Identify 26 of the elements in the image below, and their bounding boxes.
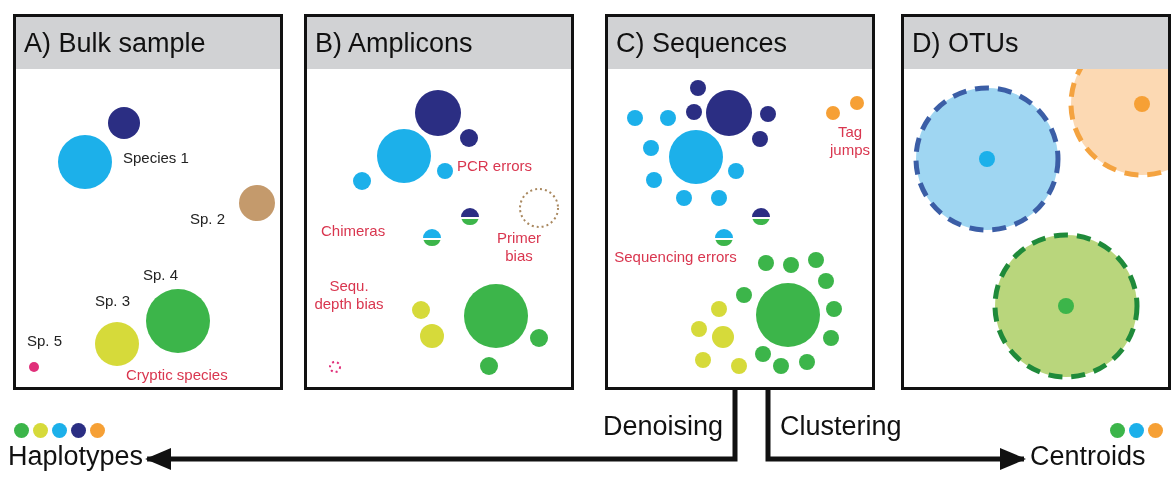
- arrow: [765, 390, 1026, 470]
- annotation-label: Sp. 2: [190, 210, 227, 228]
- arrow: [145, 390, 738, 470]
- panel-heading: D) OTUs: [904, 17, 1168, 69]
- annotation-label: Species 1: [123, 149, 190, 167]
- output-label: Centroids: [1030, 440, 1146, 472]
- annotation-label: Sp. 4: [143, 266, 180, 284]
- annotation-label: Cryptic species: [126, 366, 229, 384]
- annotation-label: Primer bias: [495, 229, 543, 265]
- panel-heading: C) Sequences: [608, 17, 872, 69]
- annotation-label: PCR errors: [457, 157, 533, 175]
- output-label: Haplotypes: [8, 440, 144, 472]
- panel-box: [304, 14, 574, 390]
- panel-heading: A) Bulk sample: [16, 17, 280, 69]
- annotation-label: Chimeras: [321, 222, 387, 240]
- annotation-label: Sequ. depth bias: [313, 277, 385, 313]
- annotation-label: Sp. 5: [27, 332, 64, 350]
- annotation-label: Sp. 3: [95, 292, 132, 310]
- annotation-label: Tag jumps: [828, 123, 871, 159]
- panel-heading: B) Amplicons: [307, 17, 571, 69]
- annotation-label: Sequencing errors: [613, 248, 738, 266]
- edge-label: Denoising: [603, 410, 724, 442]
- panel-box: [605, 14, 875, 390]
- panel-box: [901, 14, 1171, 390]
- panel-box: [13, 14, 283, 390]
- edge-label: Clustering: [780, 410, 902, 442]
